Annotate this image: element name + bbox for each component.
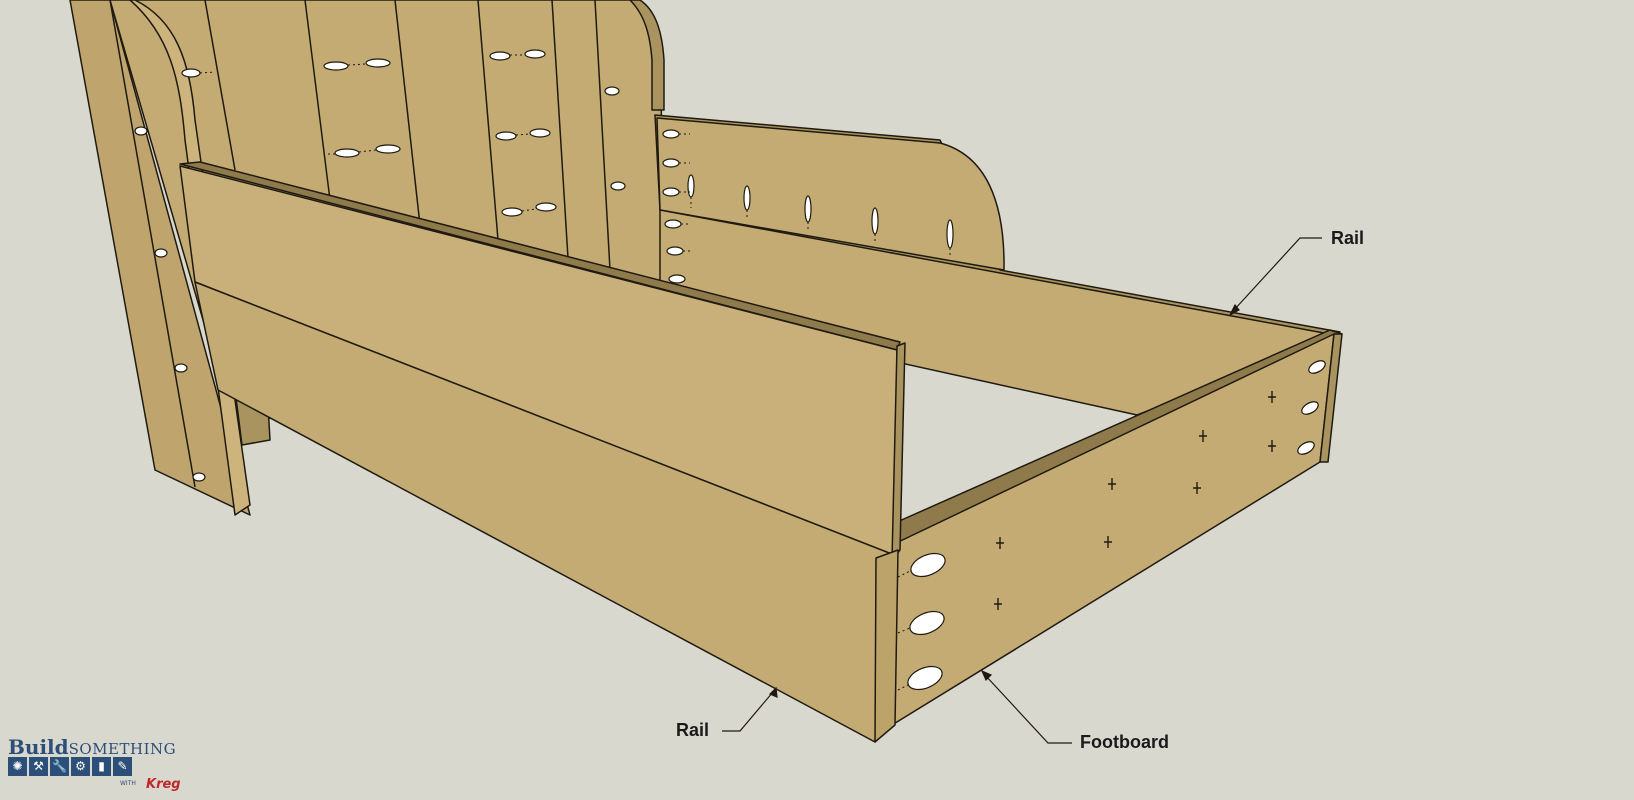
leader-rail-right — [1233, 237, 1322, 311]
logo-with-text: WITH — [120, 780, 136, 787]
slat-line — [477, 0, 499, 241]
callout-label-rail-right: Rail — [1331, 228, 1365, 248]
leader-rail-left — [722, 691, 774, 732]
pocket-hole — [535, 202, 557, 212]
pocket-hole — [610, 181, 626, 191]
guide-line — [897, 683, 911, 691]
pocket-hole — [871, 207, 879, 235]
slat-line — [394, 0, 421, 226]
hammer-icon: ⚒ — [29, 757, 48, 776]
guide-line — [347, 63, 367, 66]
brush-icon: ✎ — [113, 757, 132, 776]
pocket-hole — [946, 219, 954, 249]
logo-tool-icons: ✺ ⚒ 🔧 ⚙ ▮ ✎ — [8, 757, 132, 776]
paint-roller-icon: ▮ — [92, 757, 111, 776]
guide-lines — [199, 54, 951, 691]
slat-line — [204, 0, 236, 171]
callout-label-footboard: Footboard — [1080, 732, 1169, 752]
pocket-hole — [1308, 360, 1326, 374]
leader-arrow — [980, 669, 993, 682]
screw-mark — [1199, 430, 1207, 442]
pocket-hole — [909, 610, 945, 636]
logo-wordmark: BuildSOMETHING — [8, 735, 176, 759]
post-edge-line — [109, 0, 196, 488]
pocket-hole — [668, 274, 686, 284]
screw-mark — [996, 537, 1004, 549]
pocket-hole — [365, 58, 391, 68]
wrench-icon: 🔧 — [50, 757, 69, 776]
screw-mark — [994, 598, 1002, 610]
pocket-hole — [174, 363, 188, 373]
far-rail-upper-panel — [656, 117, 1005, 271]
screw-mark — [1268, 391, 1276, 403]
pocket-hole — [524, 49, 546, 59]
leader-arrow — [768, 686, 778, 698]
screw-mark — [1104, 536, 1112, 548]
buildsomething-logo: BuildSOMETHING ✺ ⚒ 🔧 ⚙ ▮ ✎ WITH Kreg — [8, 735, 188, 797]
callout-label-rail-left: Rail — [676, 720, 710, 740]
screw-mark — [1193, 482, 1201, 494]
pocket-hole — [529, 128, 551, 138]
pocket-hole — [375, 144, 401, 154]
guide-line — [897, 570, 911, 578]
slat-line — [594, 0, 611, 271]
guide-line — [515, 133, 531, 136]
near-rail-end — [891, 342, 906, 561]
corner-end-grain — [874, 549, 899, 743]
near-side-rail — [179, 161, 906, 743]
pocket-hole — [1297, 441, 1315, 455]
screw-marks — [994, 391, 1276, 610]
slat-line — [551, 0, 569, 259]
logo-build-text: Build — [8, 735, 69, 759]
headboard-curve-right — [629, 0, 665, 111]
footboard-end — [1319, 333, 1343, 463]
guide-line — [897, 627, 911, 634]
pocket-hole — [662, 187, 680, 197]
pocket-hole — [154, 248, 168, 258]
pocket-hole — [323, 61, 349, 71]
pocket-hole — [334, 148, 360, 158]
drill-icon: ⚙ — [71, 757, 90, 776]
saw-blade-icon: ✺ — [8, 757, 27, 776]
pocket-hole — [192, 472, 206, 482]
leader-arrow — [1228, 303, 1240, 317]
pocket-hole — [743, 185, 751, 211]
logo-something-text: SOMETHING — [68, 740, 177, 758]
pocket-hole — [134, 126, 148, 136]
screw-mark — [1108, 478, 1116, 490]
pocket-hole — [666, 246, 684, 256]
logo-brand-text: Kreg — [146, 777, 181, 792]
screw-mark — [1268, 440, 1276, 452]
pocket-hole — [181, 68, 201, 78]
pocket-holes — [134, 49, 1326, 691]
pocket-hole — [495, 131, 517, 141]
guide-line — [521, 208, 537, 212]
pocket-hole — [910, 552, 946, 578]
pocket-hole — [804, 195, 812, 223]
pocket-hole — [501, 207, 523, 217]
pocket-hole — [662, 129, 680, 139]
pocket-hole — [687, 174, 695, 198]
pocket-hole — [664, 219, 682, 229]
pocket-hole — [662, 158, 680, 168]
pocket-hole — [604, 86, 620, 96]
leader-footboard — [984, 674, 1072, 744]
pocket-hole — [489, 51, 511, 61]
pocket-hole — [1301, 401, 1319, 415]
slat-line — [304, 0, 331, 201]
callout-leaders — [722, 237, 1322, 744]
